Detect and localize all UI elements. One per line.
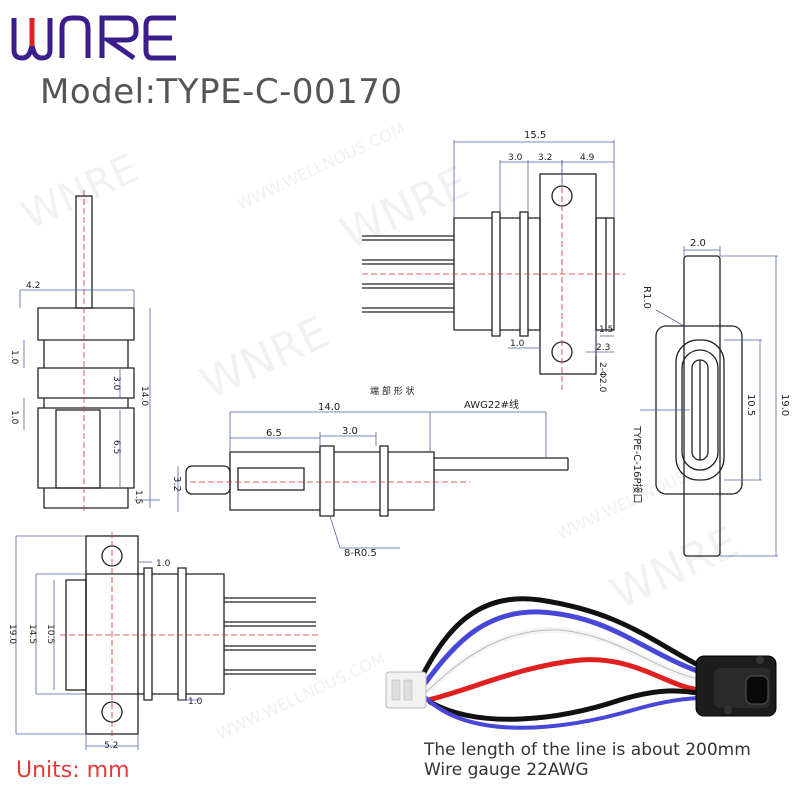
dim-label: 14.0: [318, 402, 340, 413]
dim-label: 端 部 形 状: [370, 385, 415, 397]
dim-label: 10.5: [45, 624, 55, 644]
wnre-logo: [11, 15, 176, 61]
dim-label: 1.0: [510, 339, 525, 349]
dim-label: 14.0: [139, 386, 149, 406]
model-title: Model:TYPE-C-00170: [40, 72, 403, 112]
dim-label: 19.0: [7, 624, 17, 644]
center-view-dims: [177, 411, 547, 549]
cable-photo: [385, 596, 777, 730]
dim-label: 1.5: [133, 490, 143, 504]
face-view-dims: [640, 246, 778, 557]
dim-label: 2-Φ2.0: [597, 362, 607, 393]
dim-label: 10.5: [745, 394, 756, 416]
dim-label: TYPE-C-16P接口: [631, 425, 644, 504]
side-view-left-dims: [19, 289, 160, 508]
dim-label: 4.2: [26, 281, 40, 291]
dim-label: 3.0: [508, 153, 523, 163]
bottom-view-dims: [15, 535, 200, 750]
side-view-left: [37, 195, 135, 509]
side-view-top-dims: [453, 140, 615, 356]
watermark-text: WNRE: [193, 307, 337, 410]
dim-label: 15.5: [524, 130, 546, 141]
dim-label: 19.0: [779, 394, 790, 416]
face-view: [655, 255, 743, 557]
bottom-view-centerlines: [60, 532, 320, 740]
dim-label: R1.0: [641, 286, 652, 309]
dim-label: 14.5: [27, 624, 37, 644]
dim-label: 3.2: [538, 153, 552, 163]
dim-label: 1.5: [599, 325, 613, 335]
units-label: Units: mm: [16, 758, 130, 783]
side-view-top-centerlines: [362, 160, 625, 390]
watermark-url: WWW.WELLNOUS.COM: [214, 649, 388, 744]
watermark-text: WNRE: [15, 146, 146, 239]
dim-label: 8-R0.5: [344, 548, 377, 559]
dim-label: 4.9: [580, 153, 595, 163]
dim-label: 1.0: [9, 410, 19, 425]
dim-label: 6.5: [266, 428, 282, 439]
center-view: [185, 445, 569, 517]
dim-label: 1.0: [188, 697, 203, 707]
watermark-text: WNRE: [333, 157, 477, 260]
dim-label: 6.5: [111, 440, 121, 454]
dim-label: 1.0: [9, 350, 19, 365]
dim-label: 2.0: [690, 238, 706, 249]
dim-label: 3.2: [171, 476, 182, 492]
dim-label: 3.0: [342, 426, 358, 437]
dim-label: 5.2: [104, 741, 118, 751]
cable-length-note: The length of the line is about 200mm: [424, 740, 751, 760]
watermark-text: WNRE: [603, 517, 747, 620]
wire-gauge-note: Wire gauge 22AWG: [424, 760, 589, 780]
dim-label: 3.0: [111, 376, 121, 391]
dim-label: AWG22#线: [464, 398, 519, 411]
dim-label: 1.0: [156, 559, 171, 569]
dim-label: 2.3: [596, 343, 610, 353]
